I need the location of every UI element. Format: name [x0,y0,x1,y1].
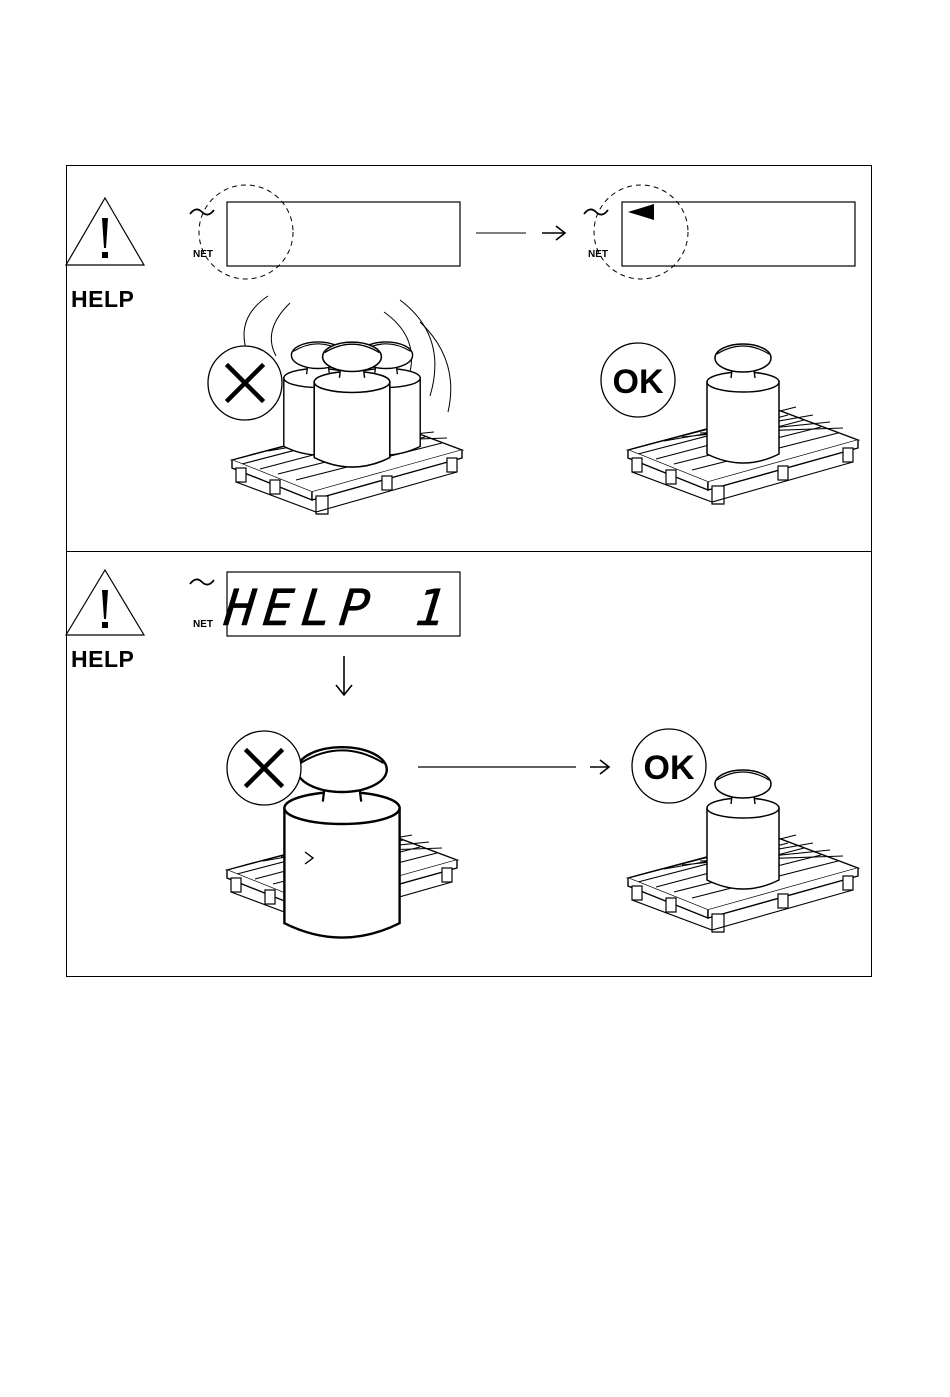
reject-x-icon [227,731,301,805]
reject-x-icon [208,346,282,420]
stability-tilde-icon [584,209,608,214]
display-help-text: HELP 1 [221,578,457,637]
highlight-circle [594,185,688,279]
weight-stable-icon [707,344,779,463]
highlight-circle [199,185,293,279]
net-label: NET [193,249,213,260]
help-label: HELP [71,286,134,313]
stability-tilde-icon [190,209,214,214]
ok-label: OK [644,749,695,787]
warning-triangle-icon [66,198,144,265]
display-box-stable [622,202,855,266]
ok-label: OK [613,363,664,401]
arrow-right-icon [476,226,565,240]
arrow-down-icon [336,656,352,695]
net-label: NET [588,249,608,260]
display-box-unstable [227,202,460,266]
weight-unstable-icon [284,342,420,467]
weight-overload-icon [284,747,399,937]
stability-tilde-icon [190,579,214,584]
warning-triangle-icon [66,570,144,635]
stable-indicator-icon [628,204,654,220]
help-label: HELP [71,646,134,673]
arrow-right-icon [418,760,609,774]
weight-stable-icon [707,770,779,889]
net-label: NET [193,619,213,630]
